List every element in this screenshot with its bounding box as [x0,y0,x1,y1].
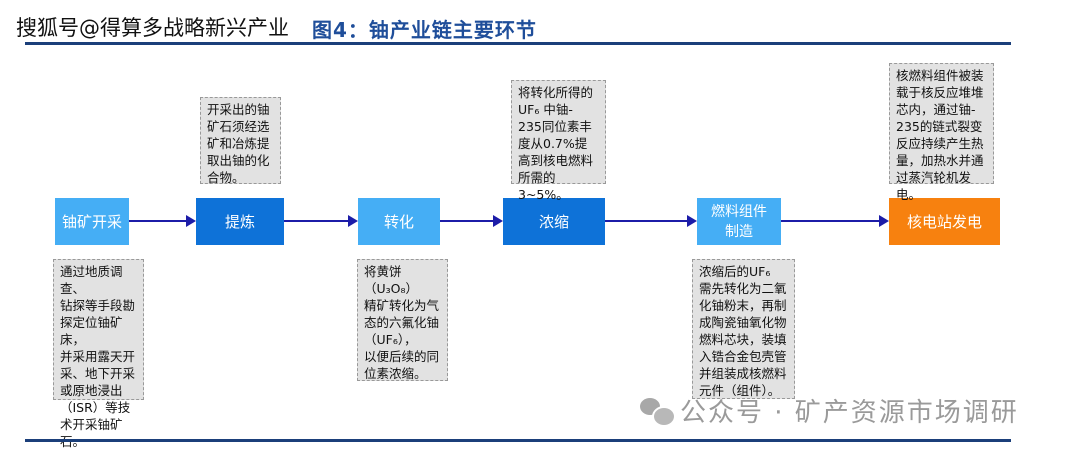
stage-conversion: 转化 [358,198,440,245]
top-divider [25,42,1011,45]
source-watermark: 搜狐号@得算多战略新兴产业 [16,16,289,40]
arrow-connector [284,215,358,227]
stage-power-generation: 核电站发电 [889,198,1000,245]
arrow-connector [605,215,697,227]
stage-fuel-fabrication: 燃料组件 制造 [697,198,781,245]
arrow-connector [781,215,889,227]
footer-watermark-text: 公众号 · 矿产资源市场调研 [680,398,1019,428]
arrow-connector [129,215,196,227]
note-power-generation: 核燃料组件被装 载于核反应堆堆 芯内，通过铀- 235的链式裂变 反应持续产生热… [889,63,994,202]
wechat-icon [640,397,676,427]
footer-watermark: 公众号 · 矿产资源市场调研 [640,392,1019,429]
note-conversion: 将黄饼 （U₃O₈） 精矿转化为气 态的六氟化铀 （UF₆）， 以便后续的同 位… [357,259,448,381]
stage-refining: 提炼 [196,198,284,245]
note-refining: 开采出的铀 矿石须经选 矿和冶炼提 取出铀的化 合物。 [200,97,281,185]
note-enrichment: 将转化所得的 UF₆ 中铀- 235同位素丰 度从0.7%提 高到核电燃料 所需… [511,80,606,202]
figure-title: 图4：铀产业链主要环节 [312,18,537,42]
arrow-connector [440,215,503,227]
stage-uranium-mining: 铀矿开采 [55,198,129,245]
note-fuel-fabrication: 浓缩后的UF₆ 需先转化为二氧 化铀粉末，再制 成陶瓷铀氧化物 燃料芯块，装填 … [692,259,795,399]
stage-enrichment: 浓缩 [503,198,605,245]
note-mining: 通过地质调查、 钻探等手段勘 探定位铀矿床， 并采用露天开 采、地下开采 或原地… [53,259,144,449]
bottom-divider [25,439,1011,442]
